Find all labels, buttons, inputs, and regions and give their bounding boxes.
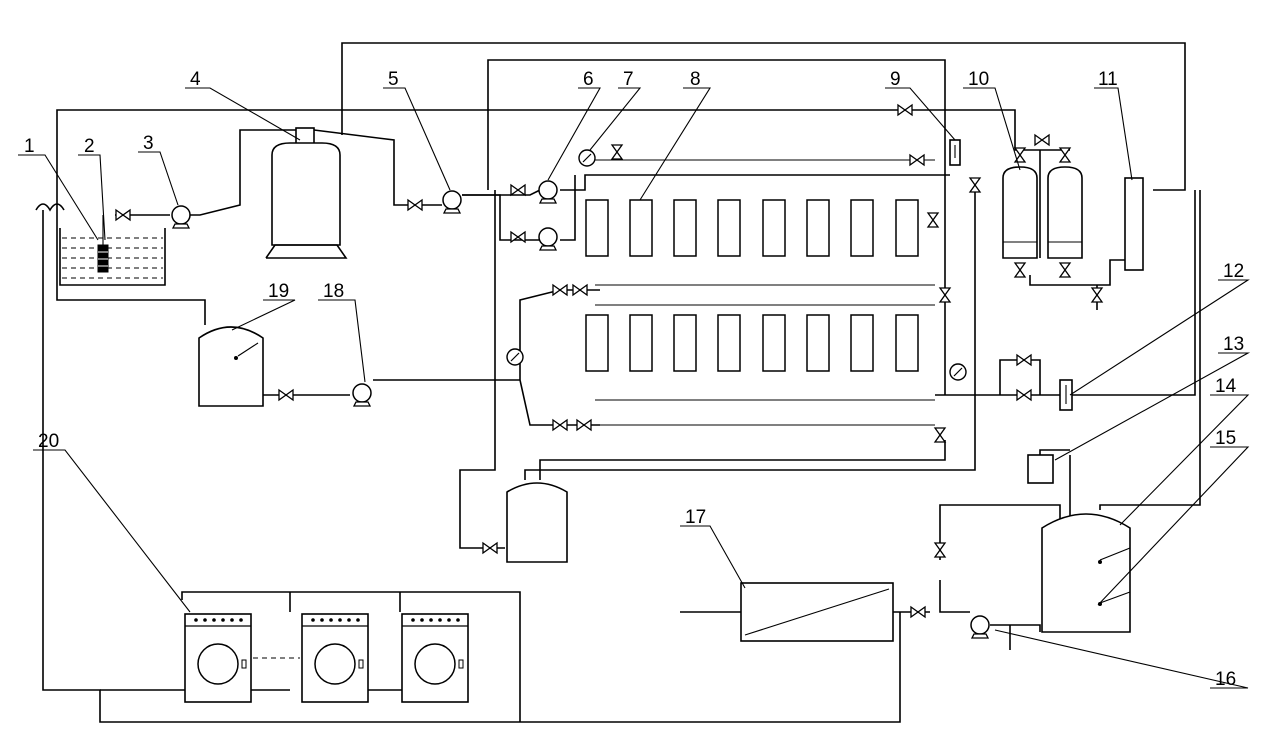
tank-4: [265, 127, 348, 259]
valve-16b: [910, 606, 926, 618]
label-10: 10: [968, 69, 989, 90]
washing-machines-20: [184, 613, 469, 703]
label-5: 5: [388, 69, 399, 90]
label-19: 19: [268, 281, 289, 302]
valve-16a: [934, 542, 946, 558]
tank-14: [1041, 513, 1131, 633]
pump-18: [352, 383, 372, 407]
storage-tank: [482, 482, 568, 563]
dosing-tank-13: [1027, 454, 1054, 484]
pump-16: [970, 615, 990, 639]
valve-6a: [510, 184, 526, 196]
unit-11: [1124, 177, 1144, 271]
valve-top-line: [897, 104, 913, 116]
valve-bottom-right: [934, 427, 946, 443]
adsorption-columns-10: [1002, 134, 1103, 303]
tank-19: [198, 326, 264, 407]
pump-5: [442, 190, 462, 214]
pump-6: [538, 180, 558, 204]
labels: 1 2 3 4 5 6 7 8 9 10 11 12 13 14 15 16 1…: [24, 69, 1244, 690]
valve-5: [407, 199, 423, 211]
valve-top-right: [909, 154, 925, 166]
valve-lower-4: [576, 419, 592, 431]
label-15: 15: [1215, 428, 1236, 449]
flowmeter-12: [1016, 354, 1073, 411]
label-11: 11: [1098, 69, 1118, 90]
check-valve-right: [939, 287, 951, 303]
valve-top: [611, 144, 623, 160]
label-18: 18: [323, 281, 344, 302]
label-13: 13: [1223, 334, 1244, 355]
filter-17: [740, 582, 894, 642]
valve-lower-2: [572, 284, 588, 296]
label-6: 6: [583, 69, 594, 90]
pressure-gauge-7: [578, 149, 596, 167]
pressure-gauge-lower: [506, 348, 524, 366]
valve-side: [927, 212, 939, 228]
label-20: 20: [38, 431, 59, 452]
label-2: 2: [84, 136, 95, 157]
label-1: 1: [24, 136, 35, 157]
valve-lower-3: [552, 419, 568, 431]
valve-9-line: [969, 177, 981, 193]
label-16: 16: [1215, 669, 1236, 690]
label-3: 3: [143, 133, 154, 154]
pump-6b: [538, 227, 558, 251]
valve-18: [278, 389, 294, 401]
label-7: 7: [623, 69, 634, 90]
tank-1: [35, 203, 166, 286]
pressure-gauge-right: [949, 363, 967, 381]
label-9: 9: [890, 69, 901, 90]
label-12: 12: [1223, 261, 1244, 282]
pump-3: [171, 205, 191, 229]
label-4: 4: [190, 69, 201, 90]
check-valve: [115, 209, 131, 221]
heater-2: [97, 215, 109, 273]
valve-lower-1: [552, 284, 568, 296]
leader-lines: [18, 87, 1251, 689]
label-17: 17: [685, 507, 706, 528]
label-14: 14: [1215, 376, 1237, 397]
label-8: 8: [690, 69, 701, 90]
